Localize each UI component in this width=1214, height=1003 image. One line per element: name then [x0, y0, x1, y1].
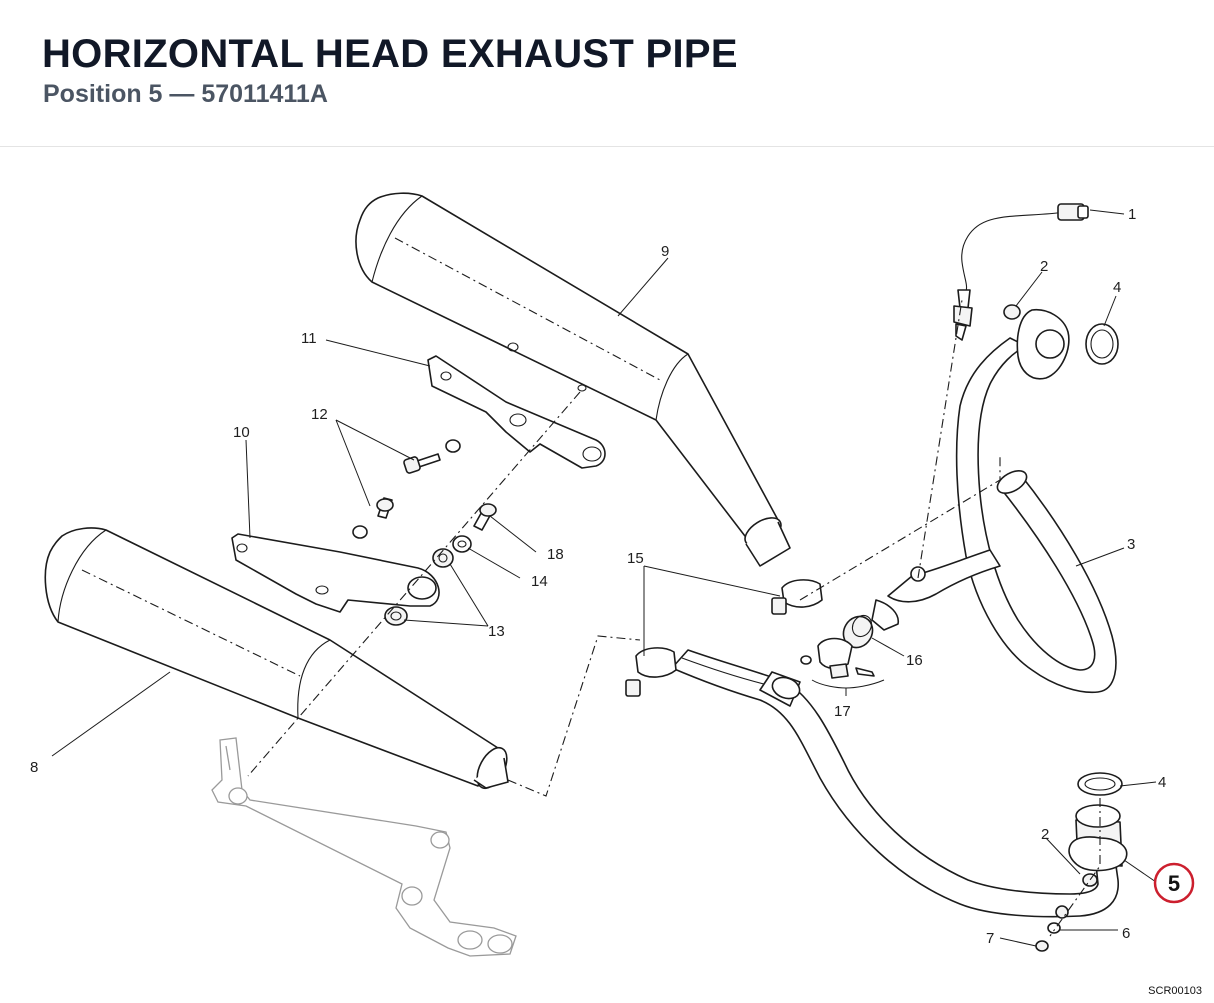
- lower-silencer[interactable]: [44, 527, 513, 793]
- callout-13: 13: [488, 623, 505, 640]
- page-title: HORIZONTAL HEAD EXHAUST PIPE: [42, 32, 738, 76]
- callout-4-upper: 4: [1113, 279, 1121, 296]
- clamp-15-lower[interactable]: [625, 647, 677, 697]
- callout-6: 6: [1122, 925, 1130, 942]
- highlight-ring: [1153, 862, 1195, 904]
- exploded-parts-diagram: 1 2 4 3 9 11 10 12 18 14 13 15 16 17 4 2…: [30, 192, 1195, 957]
- callout-2-upper: 2: [1040, 258, 1048, 275]
- callout-labels: 1 2 4 3 9 11 10 12 18 14 13 15 16 17 4 2…: [30, 206, 1166, 947]
- callout-1: 1: [1128, 206, 1136, 223]
- lambda-sensor[interactable]: [953, 203, 1089, 341]
- callout-14: 14: [531, 573, 548, 590]
- drawing-code: SCR00103: [1148, 985, 1202, 997]
- callout-17: 17: [834, 703, 851, 720]
- page-subtitle: Position 5 — 57011411A: [43, 80, 328, 108]
- callout-2-lower: 2: [1041, 826, 1049, 843]
- screw-18[interactable]: [473, 503, 497, 531]
- washer-14[interactable]: [452, 535, 472, 553]
- front-exhaust-pipe[interactable]: [871, 308, 1119, 694]
- callout-18: 18: [547, 546, 564, 563]
- callout-11: 11: [301, 330, 317, 347]
- horizontal-head-exhaust-pipe[interactable]: [671, 649, 1128, 952]
- screw-12-upper[interactable]: [403, 439, 461, 474]
- leader-lines: [51, 209, 1157, 947]
- lower-bracket[interactable]: [231, 533, 440, 613]
- callout-8: 8: [30, 759, 38, 776]
- clamp-15-upper[interactable]: [771, 579, 823, 615]
- upper-bracket[interactable]: [427, 355, 606, 469]
- callout-4-lower: 4: [1158, 774, 1166, 791]
- spacer-13-lower[interactable]: [384, 606, 408, 626]
- spacer-13-upper[interactable]: [432, 548, 454, 568]
- callout-9: 9: [661, 243, 669, 260]
- footpeg-assembly: [211, 737, 517, 957]
- callout-10: 10: [233, 424, 250, 441]
- page-header: HORIZONTAL HEAD EXHAUST PIPE Position 5 …: [0, 0, 1214, 147]
- sleeve-16[interactable]: [838, 611, 878, 653]
- callout-3: 3: [1127, 536, 1135, 553]
- callout-16: 16: [906, 652, 923, 669]
- highlight-number: 5: [1168, 871, 1180, 896]
- callout-12: 12: [311, 406, 328, 423]
- assembly-lines: [247, 299, 1101, 937]
- screw-12-lower[interactable]: [352, 497, 394, 539]
- clamp-kit-17[interactable]: [800, 637, 875, 679]
- callout-7: 7: [986, 930, 994, 947]
- upper-silencer[interactable]: [355, 192, 791, 567]
- callout-15: 15: [627, 550, 644, 567]
- highlight-marker-5[interactable]: 5: [1153, 862, 1195, 904]
- screws-and-washers-group: [352, 439, 497, 626]
